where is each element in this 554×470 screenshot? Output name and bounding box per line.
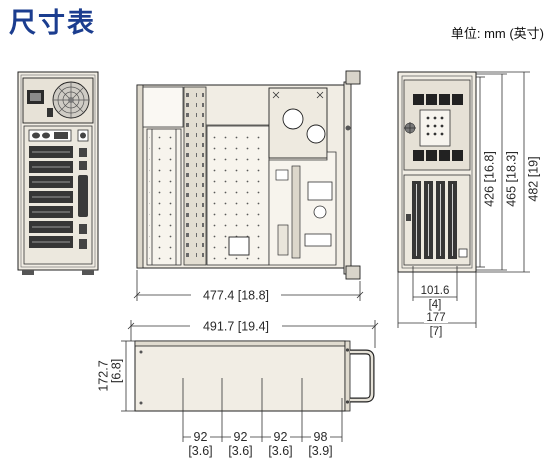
unit-label: 单位: mm (英寸) bbox=[450, 26, 544, 41]
reset-button-icon bbox=[458, 248, 468, 258]
dimension-top-view-depth: 477.4 [18.8] bbox=[133, 270, 364, 303]
front-view bbox=[397, 71, 477, 273]
dim-label-side-height-mm: 172.7 bbox=[97, 360, 111, 391]
foot bbox=[82, 270, 94, 275]
dim-label-width-mm: 177 bbox=[426, 312, 445, 324]
power-supply bbox=[22, 77, 94, 124]
dim-label-spacing-mm: 92 bbox=[234, 430, 248, 444]
rack-ear bbox=[343, 70, 361, 280]
dimension-side-height: 172.7 [6.8] bbox=[97, 340, 135, 412]
dim-label-spacing-mm: 98 bbox=[314, 430, 328, 444]
dim-label-spacing-in: [3.6] bbox=[268, 444, 292, 458]
dim-label-spacing-in: [3.9] bbox=[308, 444, 332, 458]
psu-box bbox=[268, 87, 328, 159]
foot bbox=[22, 270, 34, 275]
door-lock-icon bbox=[406, 214, 411, 221]
dim-label-spacing-in: [3.6] bbox=[228, 444, 252, 458]
front-upper-panel bbox=[403, 79, 471, 171]
top-view bbox=[136, 70, 361, 280]
power-switch-icon bbox=[47, 108, 53, 117]
dim-label-spacing-mm: 92 bbox=[194, 430, 208, 444]
rack-handle bbox=[350, 349, 375, 403]
lock-emblem-icon bbox=[404, 122, 416, 134]
page-title: 尺寸表 bbox=[9, 8, 96, 39]
dim-label-height-465: 465 [18.3] bbox=[505, 151, 519, 207]
rear-connectors bbox=[77, 129, 89, 249]
expansion-slots bbox=[29, 146, 73, 248]
dimension-front-heights: 426 [16.8] 465 [18.3] 482 [19] bbox=[476, 71, 541, 273]
dim-label-height-482: 482 [19] bbox=[527, 156, 541, 201]
dim-label-side-depth: 491.7 [19.4] bbox=[203, 320, 269, 334]
dim-label-spacing-mm: 92 bbox=[274, 430, 288, 444]
mainboard-area bbox=[268, 151, 337, 266]
dim-label-top-depth: 477.4 [18.8] bbox=[203, 289, 269, 303]
dim-label-width-in: [7] bbox=[430, 326, 443, 338]
dim-label-inner-width-in: [4] bbox=[429, 299, 442, 311]
fan-icon bbox=[52, 81, 90, 119]
dim-label-inner-width-mm: 101.6 bbox=[421, 285, 450, 297]
dimension-side-spacing: 92 [3.6] 92 [3.6] 92 [3.6] 98 [3.9] bbox=[183, 430, 342, 458]
side-view bbox=[134, 340, 375, 442]
rear-view bbox=[17, 71, 99, 275]
dimension-side-depth: 491.7 [19.4] bbox=[127, 319, 379, 348]
dim-label-height-426: 426 [16.8] bbox=[483, 151, 497, 207]
io-ports bbox=[28, 129, 72, 142]
dimension-front-widths: 101.6 [4] 177 [7] bbox=[397, 266, 477, 338]
front-lower-panel bbox=[403, 174, 471, 266]
dim-label-side-height-in: [6.8] bbox=[110, 359, 124, 383]
dim-label-spacing-in: [3.6] bbox=[188, 444, 212, 458]
